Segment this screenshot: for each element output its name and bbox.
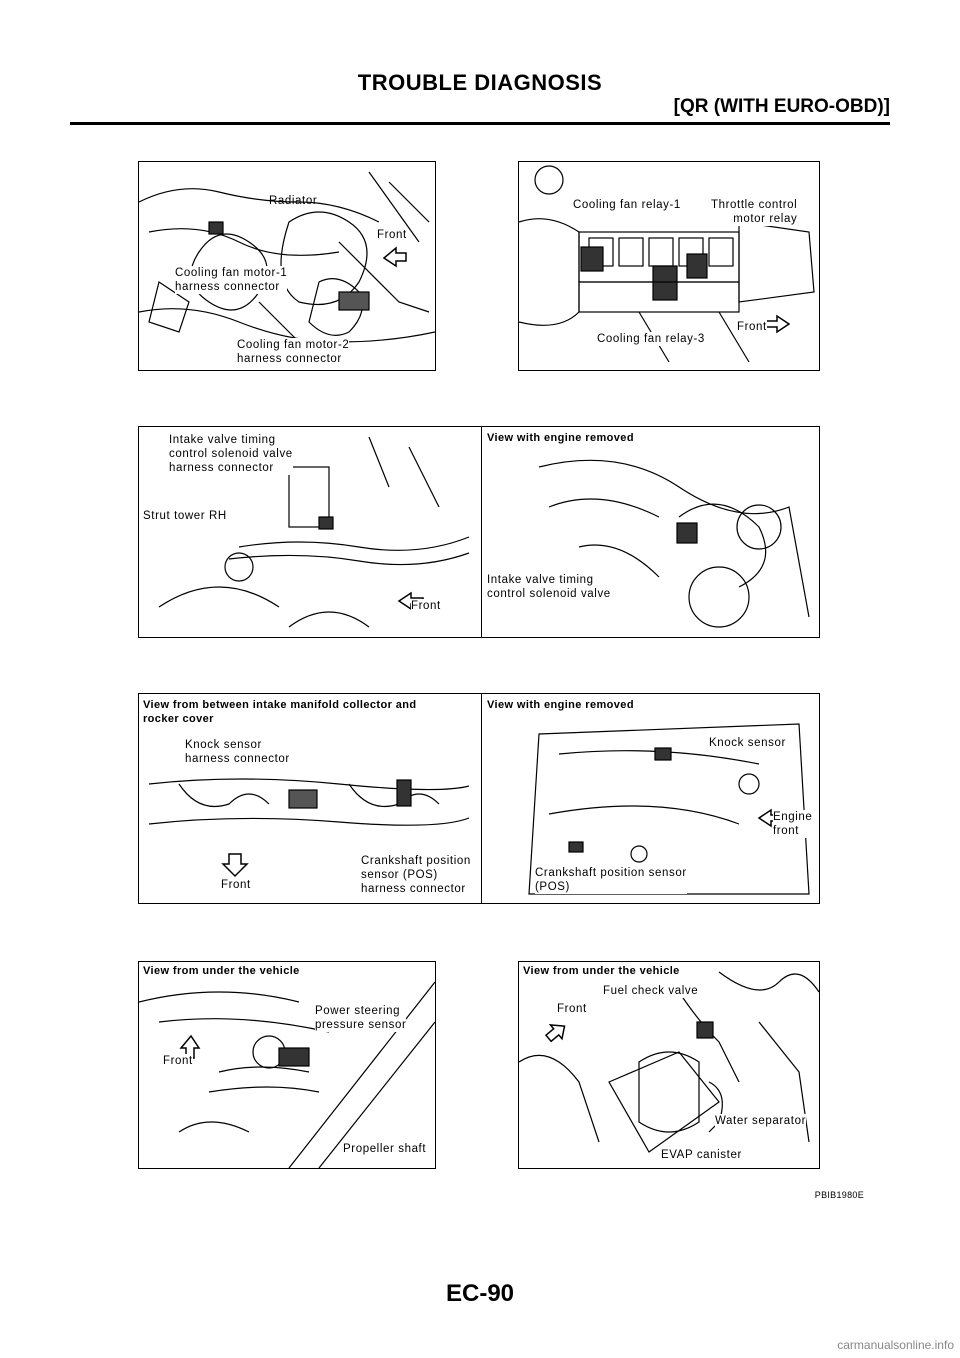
power-steering-illustration xyxy=(139,981,435,1168)
label-knock-sensor: Knock sensor xyxy=(709,736,786,750)
label-cooling-fan-relay-1: Cooling fan relay-1 xyxy=(573,198,681,212)
label-ps-pressure-sensor: Power steering pressure sensor xyxy=(315,1004,407,1032)
figure-evap-canister: View from under the vehicle Fuel check v… xyxy=(518,961,820,1169)
knock-sensor-illustration xyxy=(148,723,810,895)
section-subtitle: [QR (WITH EURO-OBD)] xyxy=(673,96,890,117)
view-heading: View from under the vehicle xyxy=(523,964,680,978)
label-fuel-check-valve: Fuel check valve xyxy=(603,984,699,998)
label-water-separator: Water separator xyxy=(715,1114,807,1128)
figure-intake-valve-timing: Intake valve timing control solenoid val… xyxy=(138,426,820,638)
label-front: Front xyxy=(377,229,407,241)
label-fan-motor-2-connector: Cooling fan motor-2 harness connector xyxy=(237,338,350,366)
label-fan-motor-1-connector: Cooling fan motor-1 harness connector xyxy=(175,266,288,294)
figure-power-steering-sensor: View from under the vehicle Power steeri… xyxy=(138,961,436,1169)
label-front: Front xyxy=(163,1054,193,1068)
intake-valve-illustration xyxy=(158,436,810,628)
view-heading: View from between intake manifold collec… xyxy=(143,698,417,726)
divider xyxy=(481,427,482,637)
label-ivt-solenoid-connector: Intake valve timing control solenoid val… xyxy=(169,433,293,475)
label-ckp-sensor: Crankshaft position sensor (POS) xyxy=(535,866,687,894)
view-heading: View with engine removed xyxy=(487,698,634,712)
label-propeller-shaft: Propeller shaft xyxy=(343,1142,427,1156)
label-front: Front xyxy=(221,878,251,892)
label-cooling-fan-relay-3: Cooling fan relay-3 xyxy=(597,332,705,346)
label-throttle-control-motor-relay: Throttle control motor relay xyxy=(711,198,798,226)
engine-bay-illustration xyxy=(139,171,435,363)
label-strut-tower-rh: Strut tower RH xyxy=(143,509,227,523)
figure-knock-ckp: View from between intake manifold collec… xyxy=(138,693,820,904)
page-title: TROUBLE DIAGNOSIS xyxy=(357,70,603,95)
label-front: Front xyxy=(411,599,441,613)
relay-box-illustration xyxy=(519,165,815,363)
figure-id: PBIB1980E xyxy=(814,1190,864,1200)
view-heading: View with engine removed xyxy=(487,431,634,445)
label-front: Front xyxy=(557,1002,587,1016)
page-number: EC-90 xyxy=(445,1280,515,1307)
label-evap-canister: EVAP canister xyxy=(661,1148,742,1162)
label-engine-front: Engine front xyxy=(773,810,813,838)
view-heading: View from under the vehicle xyxy=(143,964,300,978)
figure-relay-box: Cooling fan relay-1 Throttle control mot… xyxy=(518,161,820,371)
label-ivt-solenoid-valve: Intake valve timing control solenoid val… xyxy=(487,573,611,601)
label-knock-sensor-connector: Knock sensor harness connector xyxy=(185,738,290,766)
figure-cooling-fan-motor: Radiator Front Cooling fan motor-1 harne… xyxy=(138,161,436,371)
evap-canister-illustration xyxy=(519,971,819,1153)
label-radiator: Radiator xyxy=(269,195,318,207)
header-rule xyxy=(70,122,890,125)
divider xyxy=(481,694,482,903)
label-ckp-sensor-connector: Crankshaft position sensor (POS) harness… xyxy=(361,854,471,896)
label-front: Front xyxy=(737,320,767,334)
watermark: carmanualsonline.info xyxy=(837,1338,954,1352)
